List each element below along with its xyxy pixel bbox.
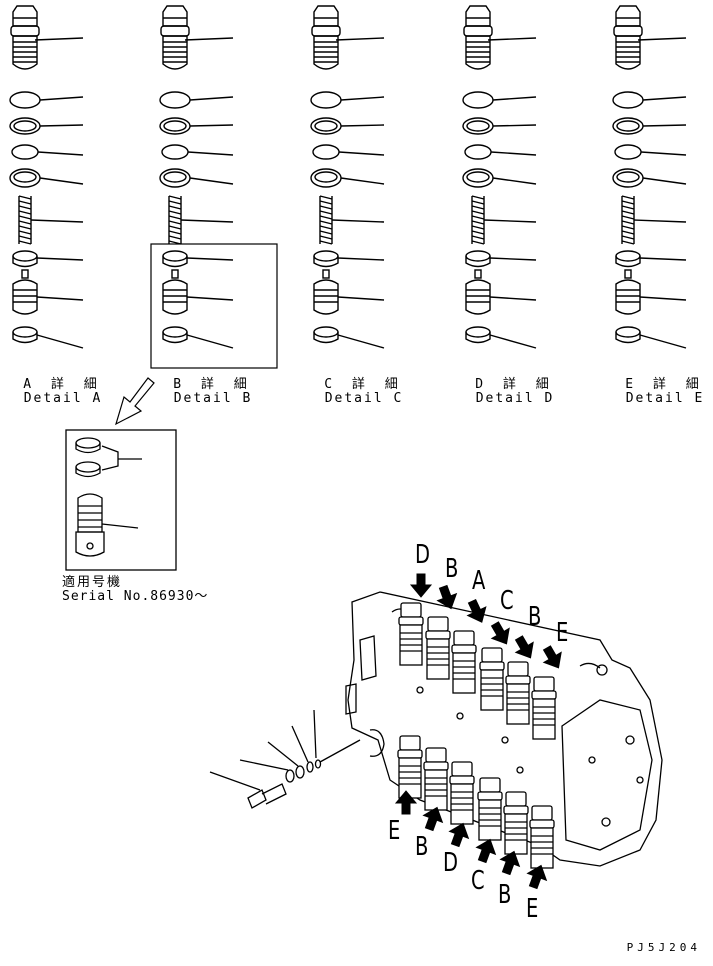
- detail-a-caption: A 詳 細 Detail A: [18, 378, 108, 406]
- arrow-down-a: [462, 596, 492, 627]
- inset-jp-label: 適用号機: [62, 575, 123, 590]
- section-letter-top-e: E: [556, 618, 569, 648]
- inset-serial-label: Serial No.86930～: [62, 589, 209, 604]
- section-letter-bottom-c: C: [471, 866, 485, 896]
- section-letter-top-a: A: [472, 566, 486, 596]
- section-letter-bottom-b2: B: [498, 880, 512, 910]
- inset-pointer-arrow: [115, 377, 155, 426]
- serial-inset-box: [65, 429, 177, 571]
- section-letter-bottom-b: B: [415, 832, 429, 862]
- detail-d-parts: [462, 5, 537, 349]
- side-plug-exploded: [209, 709, 361, 809]
- detail-d-jp-label: D 詳 細: [475, 377, 555, 392]
- upper-spool-cap-1: [398, 602, 424, 666]
- drawing-code: PJ5J204: [626, 941, 701, 954]
- detail-b-en-label: Detail B: [173, 391, 253, 406]
- detail-d-en-label: Detail D: [475, 391, 555, 406]
- detail-b-caption: B 詳 細 Detail B: [168, 378, 258, 406]
- detail-c-caption: C 詳 細 Detail C: [319, 378, 409, 406]
- detail-c-jp-label: C 詳 細: [324, 377, 404, 392]
- detail-b-parts: [159, 5, 234, 349]
- detail-a-jp-label: A 詳 細: [23, 377, 103, 392]
- detail-a-parts: [9, 5, 84, 349]
- section-letter-bottom-e2: E: [526, 894, 539, 924]
- lower-spool-cap-3: [449, 761, 475, 825]
- inset-caption: 適用号機 Serial No.86930～: [62, 576, 208, 604]
- upper-spool-cap-4: [479, 647, 505, 711]
- arrow-down-c: [485, 618, 516, 650]
- section-letter-bottom-d: D: [443, 848, 459, 878]
- upper-spool-cap-5: [505, 661, 531, 725]
- detail-a-en-label: Detail A: [23, 391, 103, 406]
- lower-spool-cap-6: [529, 805, 555, 869]
- detail-e-jp-label: E 詳 細: [625, 377, 705, 392]
- detail-c-en-label: Detail C: [324, 391, 404, 406]
- lower-spool-cap-2: [423, 747, 449, 811]
- lower-spool-cap-1: [397, 735, 423, 799]
- upper-spool-cap-3: [451, 630, 477, 694]
- detail-c-parts: [310, 5, 385, 349]
- arrow-down-b2: [509, 632, 540, 664]
- section-letter-top-d: D: [415, 540, 431, 570]
- upper-spool-cap-6: [531, 676, 557, 740]
- detail-e-en-label: Detail E: [625, 391, 705, 406]
- detail-b-jp-label: B 詳 細: [173, 377, 253, 392]
- section-letter-top-b: B: [445, 554, 459, 584]
- lower-spool-cap-4: [477, 777, 503, 841]
- arrow-down-d: [410, 573, 432, 598]
- section-letter-top-b2: B: [528, 602, 542, 632]
- lower-spool-cap-5: [503, 791, 529, 855]
- detail-e-parts: [612, 5, 687, 349]
- detail-e-caption: E 詳 細 Detail E: [620, 378, 710, 406]
- arrow-down-b: [433, 582, 461, 613]
- section-letter-top-c: C: [500, 586, 514, 616]
- detail-d-caption: D 詳 細 Detail D: [470, 378, 560, 406]
- section-letter-bottom-e: E: [388, 816, 401, 846]
- upper-spool-cap-2: [425, 616, 451, 680]
- detail-b-highlight-box: [150, 243, 278, 369]
